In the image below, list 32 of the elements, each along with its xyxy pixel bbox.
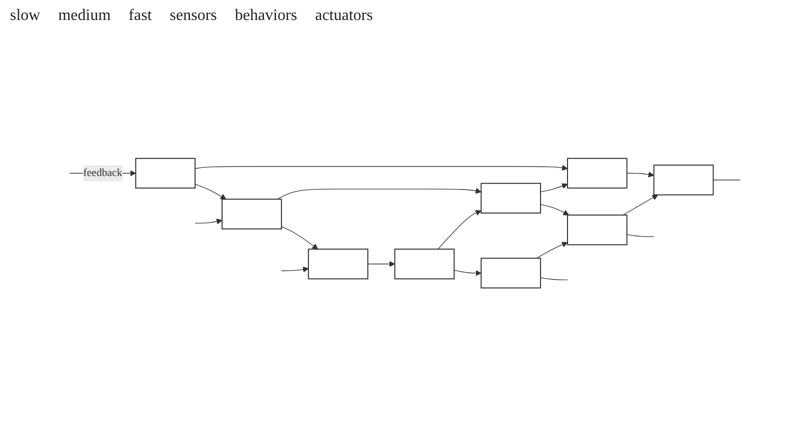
arrow bbox=[438, 210, 482, 250]
arrow bbox=[626, 172, 654, 178]
connector bbox=[540, 277, 568, 280]
axis-label: medium bbox=[58, 7, 111, 25]
node-box bbox=[222, 198, 282, 230]
axis-label: slow bbox=[10, 7, 40, 25]
arrow bbox=[367, 260, 396, 267]
axis-label: behaviors bbox=[234, 7, 298, 25]
arrow bbox=[540, 204, 570, 216]
arrow bbox=[281, 266, 309, 272]
arrow bbox=[281, 226, 318, 250]
node-box bbox=[567, 158, 628, 189]
arrow bbox=[194, 184, 226, 200]
arrow bbox=[536, 242, 568, 259]
node-box bbox=[567, 214, 628, 246]
connector bbox=[626, 234, 654, 237]
node-box bbox=[653, 164, 714, 196]
node-box bbox=[308, 248, 368, 280]
axis-label: fast bbox=[128, 7, 152, 25]
arrow bbox=[194, 218, 222, 224]
node-box bbox=[480, 258, 542, 288]
arrow bbox=[194, 164, 568, 171]
arrow bbox=[540, 183, 568, 192]
axis-label: sensors bbox=[170, 7, 217, 25]
arrow bbox=[277, 188, 482, 200]
node-box bbox=[135, 158, 196, 189]
axis-label: actuators bbox=[315, 7, 373, 25]
edge-label: feedback bbox=[83, 167, 122, 179]
node-box bbox=[480, 182, 542, 214]
arrow bbox=[622, 194, 658, 216]
node-box bbox=[394, 248, 455, 280]
arrow bbox=[454, 270, 482, 276]
